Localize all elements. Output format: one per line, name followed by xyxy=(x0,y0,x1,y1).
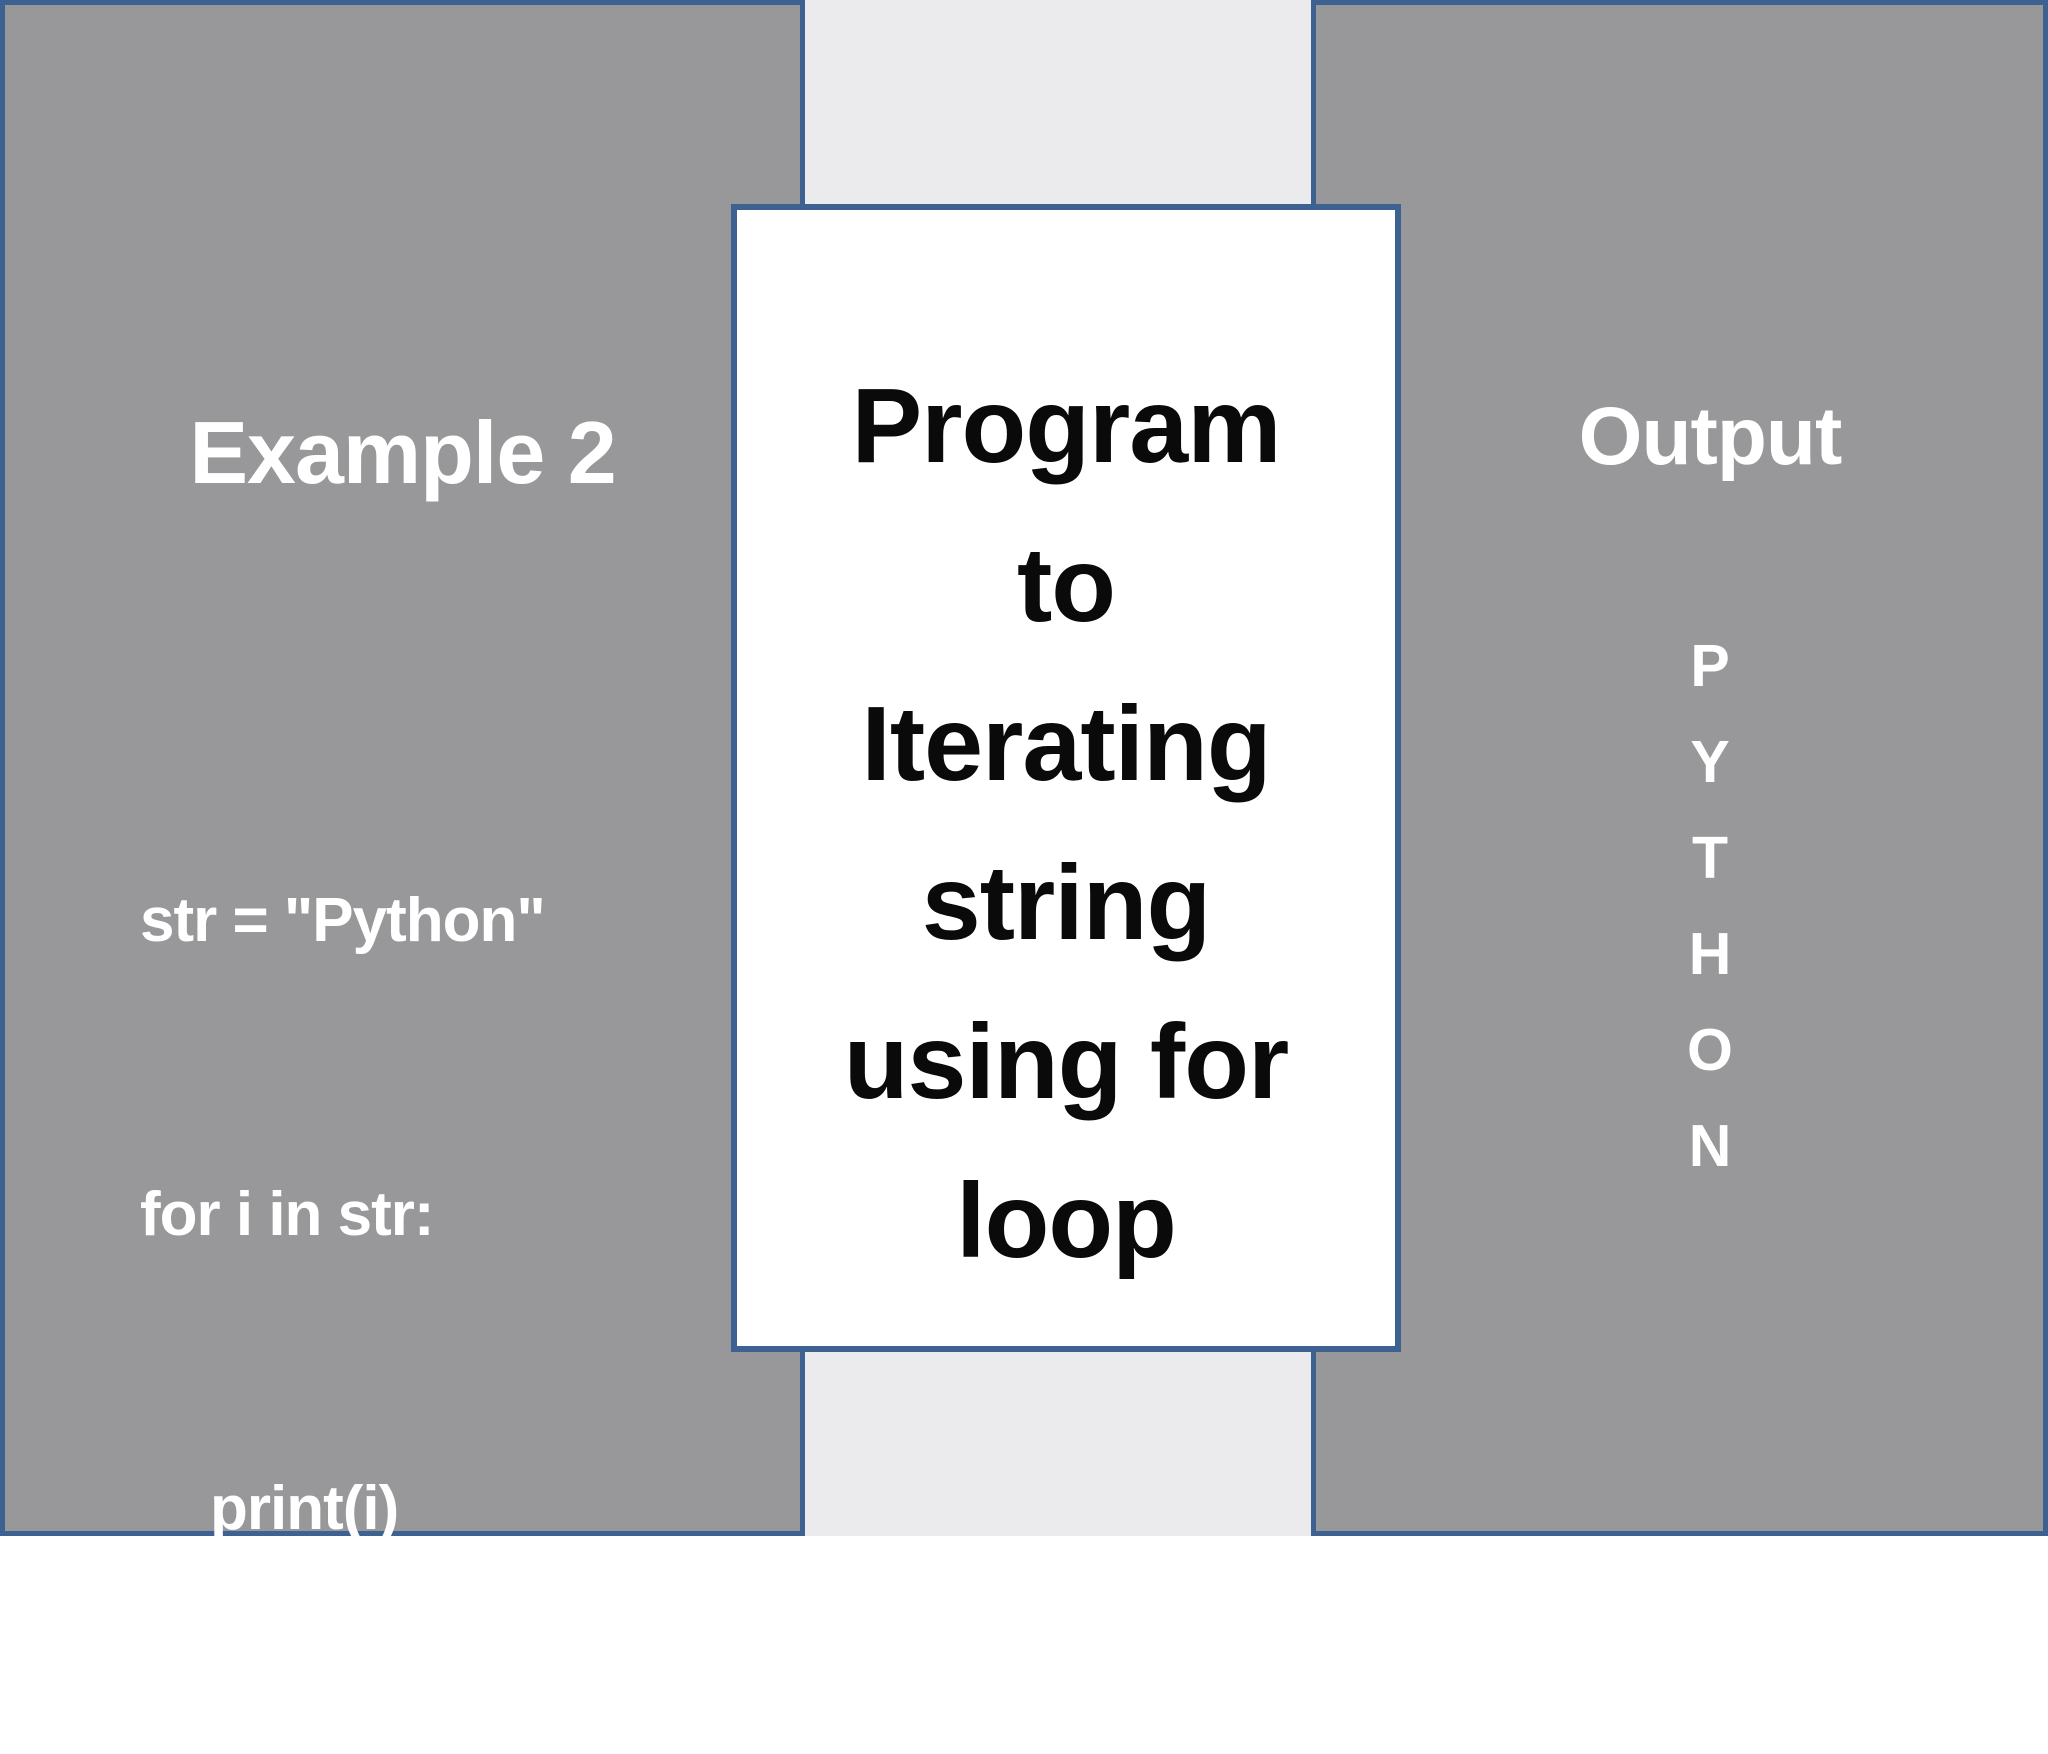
code-line-print: print(i) xyxy=(210,1474,399,1543)
program-title-box: Program to Iterating string using for lo… xyxy=(731,204,1401,1352)
output-panel-title: Output xyxy=(1578,391,1843,482)
output-letter: H xyxy=(1688,921,1732,987)
program-title-line: loop xyxy=(956,1162,1177,1280)
example-panel-title: Example 2 xyxy=(189,403,616,502)
output-letter: O xyxy=(1687,1017,1733,1083)
output-letter: N xyxy=(1688,1113,1732,1179)
program-title-line: Iterating xyxy=(861,685,1271,803)
program-title-line: string xyxy=(921,844,1211,962)
program-title-line: using for xyxy=(843,1003,1289,1121)
code-line-for-loop: for i in str: xyxy=(140,1180,435,1249)
output-panel: Output P Y T H O N xyxy=(1311,0,2048,1536)
output-letter: P xyxy=(1690,633,1730,699)
example-panel: Example 2 str = "Python" for i in str: p… xyxy=(0,0,805,1543)
output-letter: Y xyxy=(1690,729,1730,795)
slide-canvas: Example 2 str = "Python" for i in str: p… xyxy=(0,0,2048,1536)
program-title-line: Program xyxy=(851,367,1282,485)
code-line-assignment: str = "Python" xyxy=(140,886,546,955)
output-letter: T xyxy=(1691,825,1729,891)
code-block: str = "Python" for i in str: print(i) xyxy=(140,676,546,1754)
output-letters-column: P Y T H O N xyxy=(1316,618,2043,1194)
program-title-line: to xyxy=(1016,526,1116,644)
